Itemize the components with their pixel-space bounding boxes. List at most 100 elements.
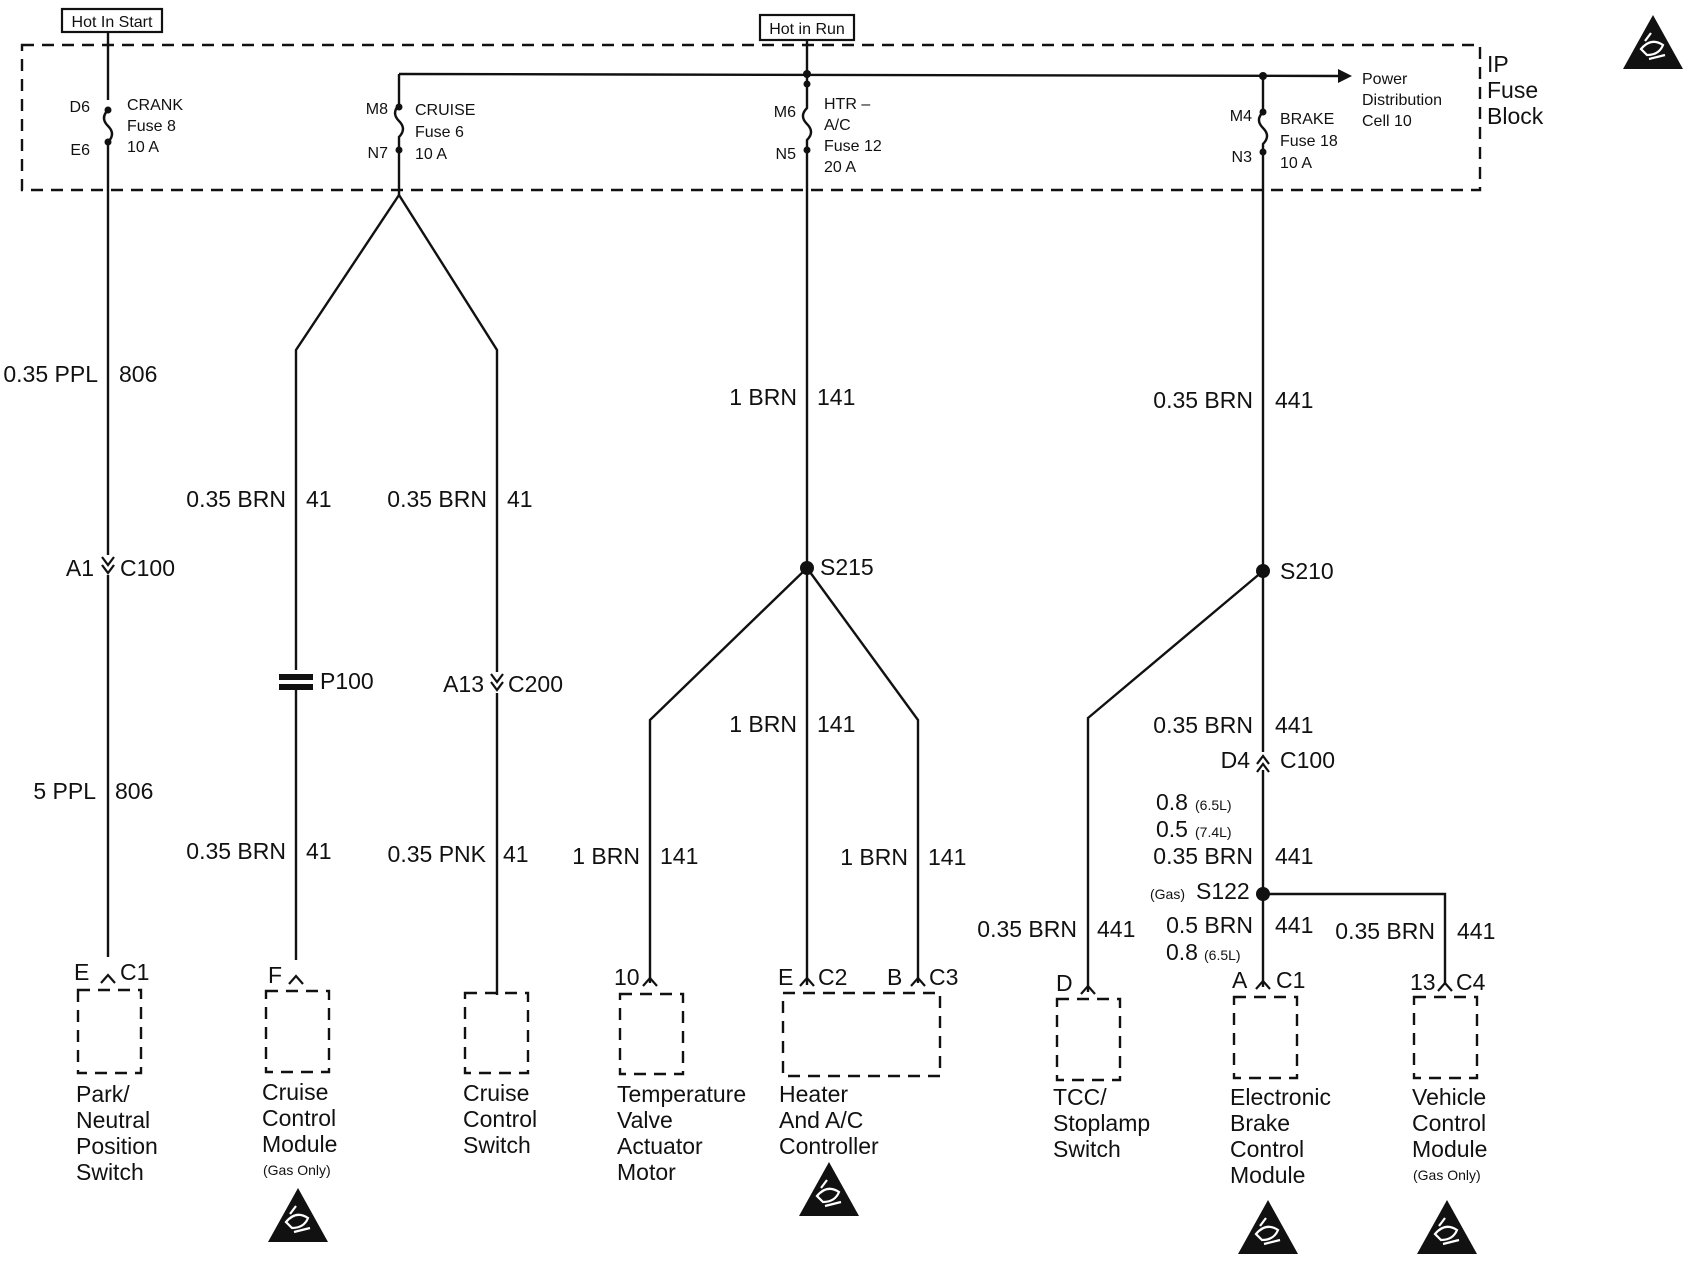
brake-fuse-label-2: Fuse 18 (1280, 133, 1338, 150)
component-label-1: Heater (779, 1081, 848, 1107)
wire-circuit-441-vcm: 441 (1457, 918, 1495, 944)
wire-label-41-c: 0.35 BRN (186, 838, 286, 864)
component-label-3: Module (262, 1131, 337, 1157)
component-label-2: Brake (1230, 1110, 1290, 1136)
crank-pin-top: D6 (70, 99, 91, 116)
wire-label-441-vcm: 0.35 BRN (1335, 918, 1435, 944)
wire-circuit-141-top: 141 (817, 384, 855, 410)
cruise-fuse: M8 N7 CRUISE Fuse 6 10 A (366, 101, 475, 195)
component-label-4: Module (1230, 1162, 1305, 1188)
heater-ac-controller: E C2 B C3 Heater And A/C Controller (778, 964, 958, 1159)
component-pin-2: B (887, 964, 902, 990)
wire-label-441-ebcm: 0.5 BRN (1166, 912, 1253, 938)
variant-value: 0.8 (1166, 939, 1198, 965)
component-label-2: And A/C (779, 1107, 863, 1133)
hot-in-start-box (60, 7, 164, 34)
variant-value: 0.8 (1156, 789, 1188, 815)
connector-name: P100 (320, 668, 374, 694)
wire-circuit-141-right: 141 (928, 844, 966, 870)
component-connector: C2 (818, 964, 847, 990)
component-label-3: Controller (779, 1133, 879, 1159)
hot-in-run-label: Hot in Run (769, 21, 845, 38)
connector-c100-a1: A1 C100 (66, 555, 175, 581)
wire-label-806-top: 0.35 PPL (3, 361, 98, 387)
cruise-fuse-label-3: 10 A (415, 146, 447, 163)
component-label-1: Vehicle (1412, 1084, 1486, 1110)
brake-fuse: M4 N3 BRAKE Fuse 18 10 A (1230, 76, 1338, 172)
component-connector: C1 (1276, 967, 1305, 993)
wire-label-141-right: 1 BRN (840, 844, 908, 870)
connector-c200-a13: A13 C200 (443, 671, 563, 697)
wire-label-441-mid: 0.35 BRN (1153, 712, 1253, 738)
esd-warning-icon (1621, 13, 1685, 71)
wire-label-141-left: 1 BRN (572, 843, 640, 869)
power-distribution-arrow-icon (1338, 69, 1352, 83)
component-label-1: Cruise (262, 1079, 328, 1105)
park-neutral-position-switch: E C1 Park/ Neutral Position Switch (74, 959, 158, 1185)
wire-label-441-tcc: 0.35 BRN (977, 916, 1077, 942)
component-label-2: Valve (617, 1107, 673, 1133)
wire-circuit-441-ebcm: 441 (1275, 912, 1313, 938)
power-distribution-label-3: Cell 10 (1362, 113, 1412, 130)
htr-fuse-label-1: HTR – (824, 96, 870, 113)
wire-size-variant-ebcm: 0.8 (6.5L) (1166, 939, 1241, 965)
component-label-1: Cruise (463, 1080, 529, 1106)
component-pin: E (778, 964, 793, 990)
component-connector-2: C3 (929, 964, 958, 990)
component-label-3: Position (76, 1133, 158, 1159)
power-distribution-label-2: Distribution (1362, 92, 1442, 109)
component-pin: E (74, 959, 89, 985)
component-label-1: TCC/ (1053, 1084, 1107, 1110)
component-label-2: Control (1412, 1110, 1486, 1136)
component-pin: 13 (1410, 969, 1436, 995)
connector-name: C100 (120, 555, 175, 581)
cruise-fuse-label-1: CRUISE (415, 102, 475, 119)
ip-fuse-block-outline (20, 43, 1482, 192)
component-label-3: Actuator (617, 1133, 703, 1159)
wire-label-41-d: 0.35 PNK (388, 841, 487, 867)
fuse-block-label-3: Block (1487, 103, 1544, 129)
component-label-2: Stoplamp (1053, 1110, 1150, 1136)
electronic-brake-control-module: A C1 Electronic Brake Control Module (1230, 967, 1331, 1188)
connector-pin: A1 (66, 555, 94, 581)
hot-in-start-label: Hot In Start (72, 14, 153, 31)
wire-label-141-top: 1 BRN (729, 384, 797, 410)
splice-s210-label: S210 (1280, 558, 1334, 584)
vehicle-control-module: 13 C4 Vehicle Control Module (Gas Only) (1410, 969, 1487, 1183)
brake-fuse-label-1: BRAKE (1280, 111, 1334, 128)
component-pin: D (1056, 970, 1073, 996)
htr-ac-fuse: M6 N5 HTR – A/C Fuse 12 20 A (774, 74, 882, 176)
connector-name: C200 (508, 671, 563, 697)
variant-note: (6.5L) (1204, 947, 1241, 963)
component-connector: C1 (120, 959, 149, 985)
crank-pin-bottom: E6 (70, 142, 90, 159)
wire-label-41-b: 0.35 BRN (387, 486, 487, 512)
component-label-4: Motor (617, 1159, 676, 1185)
wire-circuit-41-b: 41 (507, 486, 533, 512)
component-label-2: Control (463, 1106, 537, 1132)
variant-note: (7.4L) (1195, 824, 1232, 840)
crank-fuse-label-2: Fuse 8 (127, 118, 176, 135)
variant-note: (6.5L) (1195, 797, 1232, 813)
component-pin: 10 (614, 964, 640, 990)
connector-c100-d4: D4 C100 (1221, 747, 1335, 773)
esd-warning-icon (1415, 1198, 1479, 1256)
hot-in-run-box (758, 13, 856, 42)
wire-size-variant-6-5l: 0.8 (6.5L) (1156, 789, 1232, 815)
crank-fuse: D6 E6 CRANK Fuse 8 10 A (70, 32, 183, 159)
component-label-2: Neutral (76, 1107, 150, 1133)
connector-name: C100 (1280, 747, 1335, 773)
cruise-pin-top: M8 (366, 101, 388, 118)
component-label-2: Control (262, 1105, 336, 1131)
connector-pin: D4 (1221, 747, 1251, 773)
component-label-3: Control (1230, 1136, 1304, 1162)
splice-s122-label: (Gas) S122 (1150, 878, 1250, 904)
brake-pin-bottom: N3 (1232, 149, 1253, 166)
brake-pin-top: M4 (1230, 108, 1252, 125)
splice-s215-label: S215 (820, 554, 874, 580)
esd-warning-icon (1236, 1198, 1300, 1256)
power-distribution-label-1: Power (1362, 71, 1408, 88)
htr-pin-bottom: N5 (776, 146, 797, 163)
cruise-control-switch: Cruise Control Switch (463, 991, 537, 1158)
